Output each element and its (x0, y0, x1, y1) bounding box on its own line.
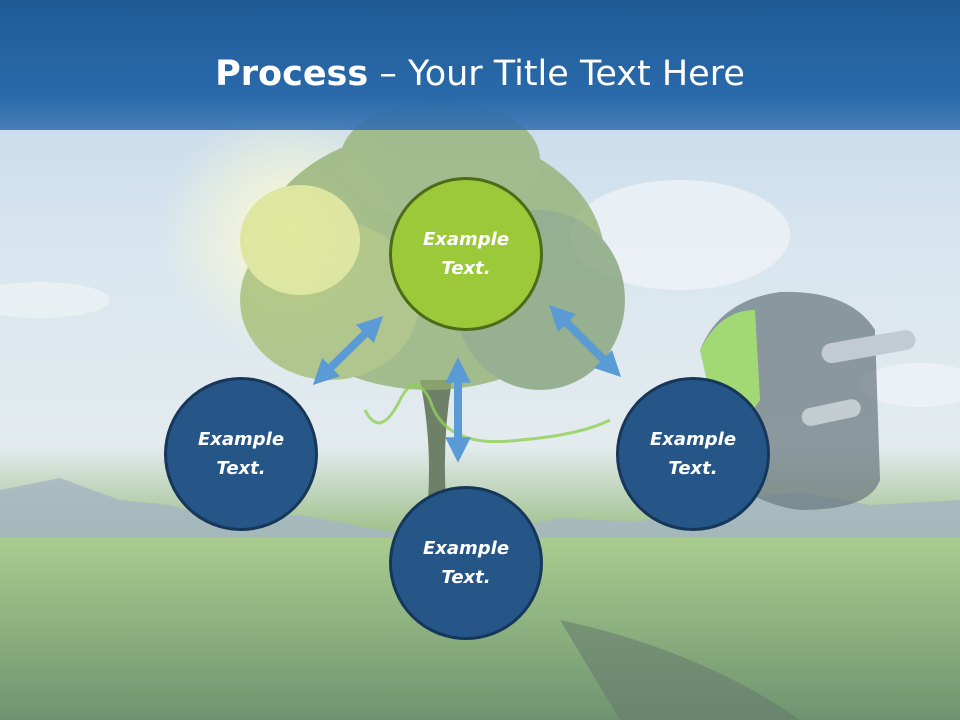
title-rest: – Your Title Text Here (368, 54, 745, 94)
double-arrow-left (312, 316, 384, 385)
cloud (860, 363, 960, 407)
node-top-line1: Example (422, 229, 510, 250)
cloud (570, 180, 790, 290)
node-top-line2: Text. (441, 258, 491, 279)
node-left-line2: Text. (216, 458, 266, 479)
title-bold: Process (215, 54, 369, 94)
road-shadow (560, 620, 800, 720)
node-left-line1: Example (197, 429, 285, 450)
cloud (0, 282, 110, 318)
double-arrow-right (548, 304, 622, 378)
node-bottom-line1: Example (422, 538, 510, 559)
tree-trunk (420, 380, 452, 500)
slide-title: Process – Your Title Text Here (0, 52, 960, 96)
cable (363, 383, 611, 444)
node-bottom-line2: Text. (441, 567, 491, 588)
title-bar (0, 0, 960, 130)
node-right-line1: Example (649, 429, 737, 450)
node-right-line2: Text. (668, 458, 718, 479)
